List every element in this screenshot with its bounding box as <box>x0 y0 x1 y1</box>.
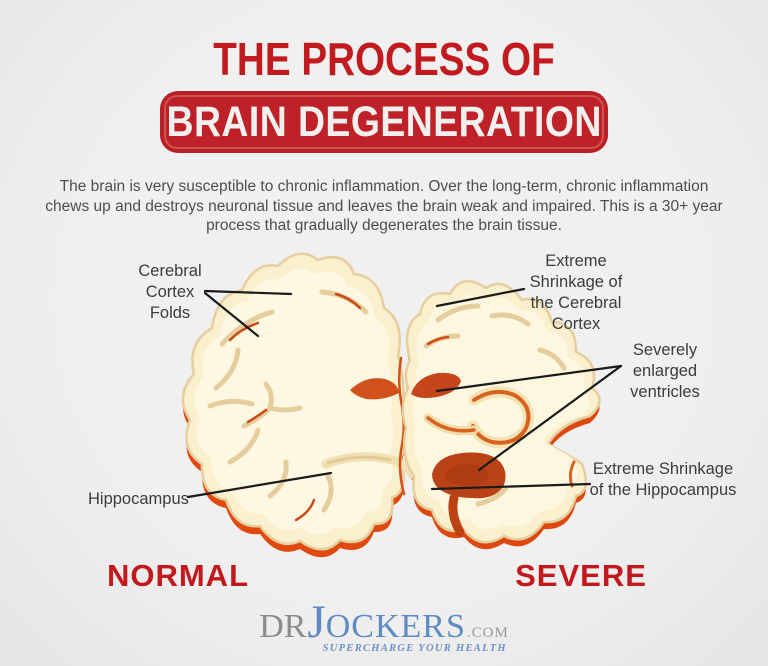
label-line: Extreme <box>545 252 607 270</box>
label-line: enlarged <box>632 362 698 380</box>
normal-caption: NORMAL <box>106 558 250 593</box>
label-line: Cortex <box>551 315 601 333</box>
severe-caption: SEVERE <box>515 558 647 593</box>
label-cerebral-cortex-folds: Cerebral Cortex Folds <box>138 261 201 324</box>
intro-line: process that gradually degenerates the b… <box>206 217 562 234</box>
label-line: Shrinkage of <box>529 273 623 291</box>
label-line: Cerebral <box>138 262 202 280</box>
page-title: THE PROCESS OF <box>213 33 555 85</box>
page-subtitle: BRAIN DEGENERATION <box>166 97 602 146</box>
normal-ventricle <box>350 378 399 400</box>
label-line: of the Hippocampus <box>589 481 737 499</box>
intro-paragraph: The brain is very susceptible to chronic… <box>14 177 754 236</box>
label-line: Cortex <box>145 283 195 301</box>
logo-j-initial: J <box>307 596 326 648</box>
logo-ockers-text: OCKERS <box>325 608 466 645</box>
logo-com-text: .COM <box>466 625 509 641</box>
intro-line: The brain is very susceptible to chronic… <box>59 178 709 195</box>
label-line: the Cerebral <box>530 294 622 312</box>
intro-line: chews up and destroys neuronal tissue an… <box>45 197 723 215</box>
label-line: Folds <box>149 304 191 322</box>
logo-tagline: SUPERCHARGE YOUR HEALTH <box>322 643 507 654</box>
label-extreme-shrinkage-hippocampus: Extreme Shrinkage of the Hippocampus <box>590 459 737 501</box>
label-hippocampus: Hippocampus <box>88 490 189 508</box>
label-line: Severely <box>632 341 698 359</box>
longitudinal-fissure <box>398 356 406 496</box>
title-banner: BRAIN DEGENERATION <box>160 91 608 153</box>
enlarged-ventricle <box>411 372 461 398</box>
logo-dr-text: DR <box>259 608 307 645</box>
label-extreme-shrinkage-cortex: Extreme Shrinkage of the Cerebral Cortex <box>530 251 623 335</box>
label-line: Extreme Shrinkage <box>592 460 734 478</box>
normal-hemisphere <box>181 252 417 551</box>
title-banner-inner: BRAIN DEGENERATION <box>164 95 604 149</box>
label-line: ventricles <box>630 383 700 401</box>
label-severely-enlarged-ventricles: Severely enlarged ventricles <box>630 340 700 403</box>
